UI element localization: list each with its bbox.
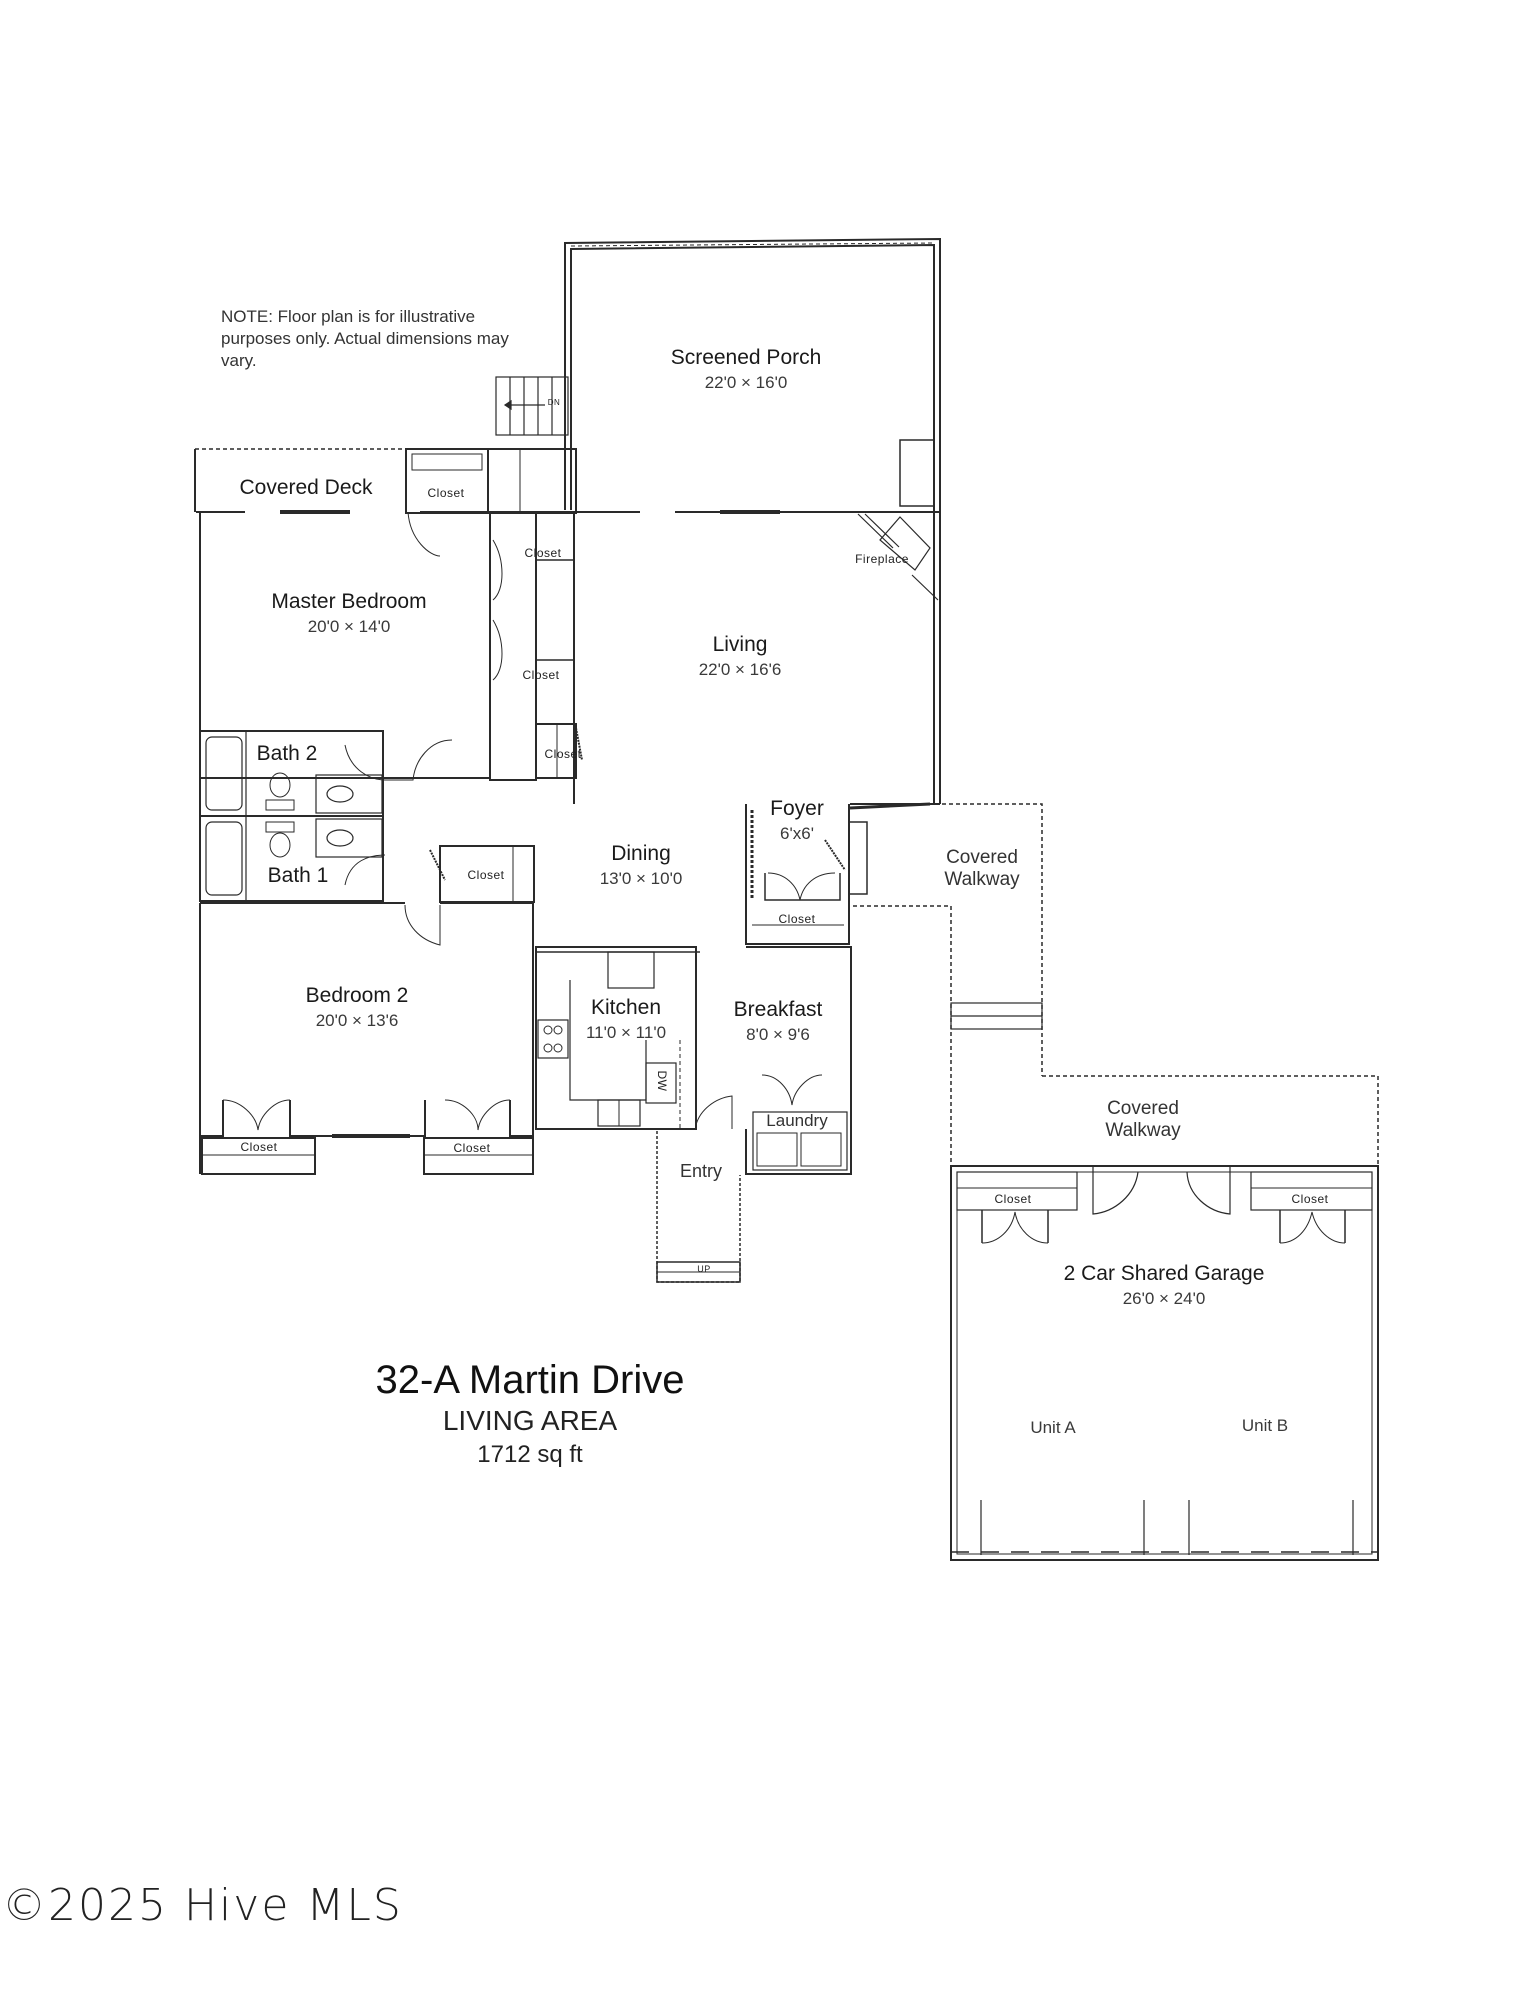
room-dimensions: 20'0 × 13'6 — [315, 1011, 399, 1030]
room-bedroom-2: Bedroom 2 20'0 × 13'6 — [306, 984, 409, 1031]
room-entry: Entry — [680, 1158, 722, 1182]
covered-walkway-2: Covered Walkway — [1105, 1098, 1180, 1142]
title-block: 32-A Martin Drive LIVING AREA 1712 sq ft — [376, 1358, 685, 1469]
room-name: Living — [712, 633, 768, 656]
room-laundry: Laundry — [766, 1108, 827, 1131]
room-dimensions: 26'0 × 24'0 — [1122, 1289, 1206, 1308]
walkway-label-line2: Walkway — [1105, 1120, 1181, 1141]
garage-walls — [950, 1165, 1379, 1561]
room-kitchen: Kitchen 11'0 × 11'0 — [586, 996, 666, 1043]
dishwasher-label: DW — [655, 1070, 669, 1092]
room-foyer: Foyer 6'x6' — [770, 797, 824, 844]
closet-label: Closet — [427, 486, 465, 500]
room-covered-deck: Covered Deck — [239, 476, 372, 500]
breakfast-walls — [745, 946, 852, 1175]
room-dimensions: 11'0 × 11'0 — [585, 1023, 667, 1042]
walkway-label-line1: Covered — [1107, 1098, 1179, 1119]
closet-label: Closet — [544, 747, 582, 761]
room-name: 2 Car Shared Garage — [1063, 1262, 1265, 1285]
room-name: Entry — [679, 1161, 723, 1181]
closet-label: Closet — [1291, 1192, 1329, 1206]
area-label: LIVING AREA — [442, 1405, 618, 1436]
garage-unit-b: Unit B — [1241, 1416, 1289, 1435]
closet-label: Closet — [467, 868, 505, 882]
room-dimensions: 22'0 × 16'0 — [704, 373, 788, 392]
entry-walls — [656, 1131, 741, 1283]
room-living: Living 22'0 × 16'6 — [699, 633, 782, 680]
stair-up-label: UP — [697, 1264, 711, 1274]
bedroom2-walls — [199, 902, 534, 1175]
room-breakfast: Breakfast 8'0 × 9'6 — [734, 998, 823, 1045]
walkway-label-line1: Covered — [946, 847, 1018, 868]
walkway-steps — [950, 1002, 1043, 1030]
disclaimer-note: NOTE: Floor plan is for illustrative pur… — [221, 307, 509, 370]
room-name: Screened Porch — [670, 346, 822, 369]
stair-down-label: DN — [547, 398, 561, 407]
garage-unit-a: Unit A — [1030, 1418, 1076, 1437]
room-bath-1: Bath 1 — [268, 864, 329, 888]
master-bedroom-walls — [196, 510, 576, 804]
room-screened-porch: Screened Porch 22'0 × 16'0 — [671, 346, 822, 393]
fireplace-label: Fireplace — [855, 552, 909, 566]
area-value: 1712 sq ft — [477, 1441, 583, 1468]
property-address: 32-A Martin Drive — [375, 1358, 685, 1402]
screened-porch-walls — [564, 237, 941, 804]
room-garage: 2 Car Shared Garage 26'0 × 24'0 — [1064, 1262, 1265, 1309]
room-name: Bath 1 — [267, 864, 329, 887]
room-bath-2: Bath 2 — [257, 742, 318, 766]
deck-closet-walls — [405, 448, 577, 514]
closet-label: Closet — [994, 1192, 1032, 1206]
room-dimensions: 8'0 × 9'6 — [746, 1025, 810, 1044]
closet-label: Closet — [524, 546, 562, 560]
kitchen-walls — [535, 946, 733, 1130]
room-dining: Dining 13'0 × 10'0 — [600, 842, 683, 889]
closet-label: Closet — [453, 1141, 491, 1155]
room-dimensions: 20'0 × 14'0 — [307, 617, 391, 636]
closet-label: Closet — [522, 668, 560, 682]
room-dimensions: 13'0 × 10'0 — [599, 869, 683, 888]
room-master-bedroom: Master Bedroom 20'0 × 14'0 — [271, 590, 426, 637]
copyright-watermark: ©2025 Hive MLS — [2, 1880, 403, 1931]
closet-label: Closet — [240, 1140, 278, 1154]
room-name: Master Bedroom — [271, 590, 427, 613]
closet-label: Closet — [778, 912, 816, 926]
walkway-label-line2: Walkway — [944, 869, 1020, 890]
covered-walkway-1-outline — [851, 803, 1043, 1165]
room-name: Covered Deck — [239, 476, 373, 499]
room-name: Dining — [611, 842, 671, 865]
room-dimensions: 6'x6' — [780, 824, 814, 843]
room-name: Breakfast — [733, 998, 823, 1021]
room-name: Bath 2 — [256, 742, 318, 765]
room-dimensions: 22'0 × 16'6 — [698, 660, 782, 679]
stair-down — [495, 376, 569, 436]
room-name: Kitchen — [590, 996, 662, 1019]
room-name: Laundry — [766, 1111, 828, 1130]
bath-walls — [199, 730, 453, 902]
room-name: Bedroom 2 — [305, 984, 409, 1007]
room-name: Foyer — [770, 797, 824, 820]
covered-walkway-1: Covered Walkway — [944, 847, 1019, 891]
